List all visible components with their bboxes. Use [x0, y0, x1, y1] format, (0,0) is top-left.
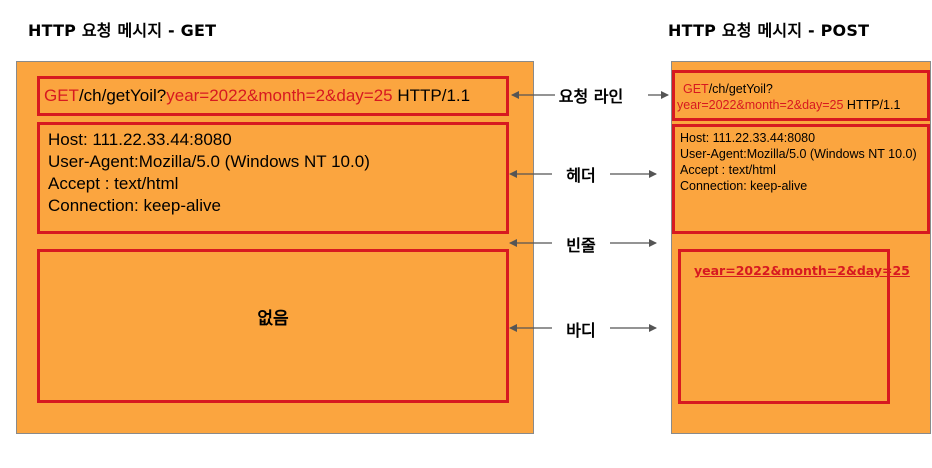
label-header: 헤더 — [566, 166, 596, 185]
get-method: GET — [44, 86, 79, 105]
get-headers: Host: 111.22.33.44:8080 User-Agent:Mozil… — [48, 129, 370, 217]
get-title: HTTP 요청 메시지 - GET — [28, 21, 217, 40]
get-body-box: 없음 — [37, 249, 509, 403]
get-header-line: Host: 111.22.33.44:8080 — [48, 130, 232, 149]
post-header-line: Accept : text/html — [680, 163, 776, 177]
label-blank-line: 빈줄 — [566, 236, 596, 255]
get-header-line: Accept : text/html — [48, 174, 179, 193]
get-version: HTTP/1.1 — [392, 86, 471, 105]
get-path: /ch/getYoil? — [78, 86, 167, 105]
get-query: year=2022&month=2&day=25 — [166, 86, 393, 105]
post-path: /ch/getYoil? — [708, 82, 773, 96]
post-header-line: Connection: keep-alive — [680, 179, 808, 193]
post-body-text: year=2022&month=2&day=25 — [694, 263, 910, 278]
post-request-line: GET/ch/getYoil? year=2022&month=2&day=25… — [677, 81, 901, 113]
post-body-box: year=2022&month=2&day=25 — [678, 249, 910, 404]
get-body-text: 없음 — [257, 309, 289, 329]
post-query: year=2022&month=2&day=25 — [677, 98, 844, 112]
post-header-box: Host: 111.22.33.44:8080 User-Agent:Mozil… — [672, 124, 930, 234]
post-request-line-box: GET/ch/getYoil? year=2022&month=2&day=25… — [672, 70, 930, 121]
label-request-line: 요청 라인 — [558, 87, 624, 106]
post-title: HTTP 요청 메시지 - POST — [668, 21, 870, 40]
get-header-box: Host: 111.22.33.44:8080 User-Agent:Mozil… — [37, 122, 509, 234]
get-request-line: GET/ch/getYoil?year=2022&month=2&day=25 … — [44, 85, 470, 107]
post-header-line: User-Agent:Mozilla/5.0 (Windows NT 10.0) — [680, 147, 917, 161]
get-header-line: Connection: keep-alive — [48, 196, 221, 215]
post-header-line: Host: 111.22.33.44:8080 — [680, 131, 816, 145]
post-version: HTTP/1.1 — [843, 98, 901, 112]
get-request-line-box: GET/ch/getYoil?year=2022&month=2&day=25 … — [37, 76, 509, 116]
label-body: 바디 — [566, 321, 596, 340]
get-header-line: User-Agent:Mozilla/5.0 (Windows NT 10.0) — [48, 152, 370, 171]
post-headers: Host: 111.22.33.44:8080 User-Agent:Mozil… — [680, 130, 917, 194]
post-method: GET — [683, 82, 709, 96]
